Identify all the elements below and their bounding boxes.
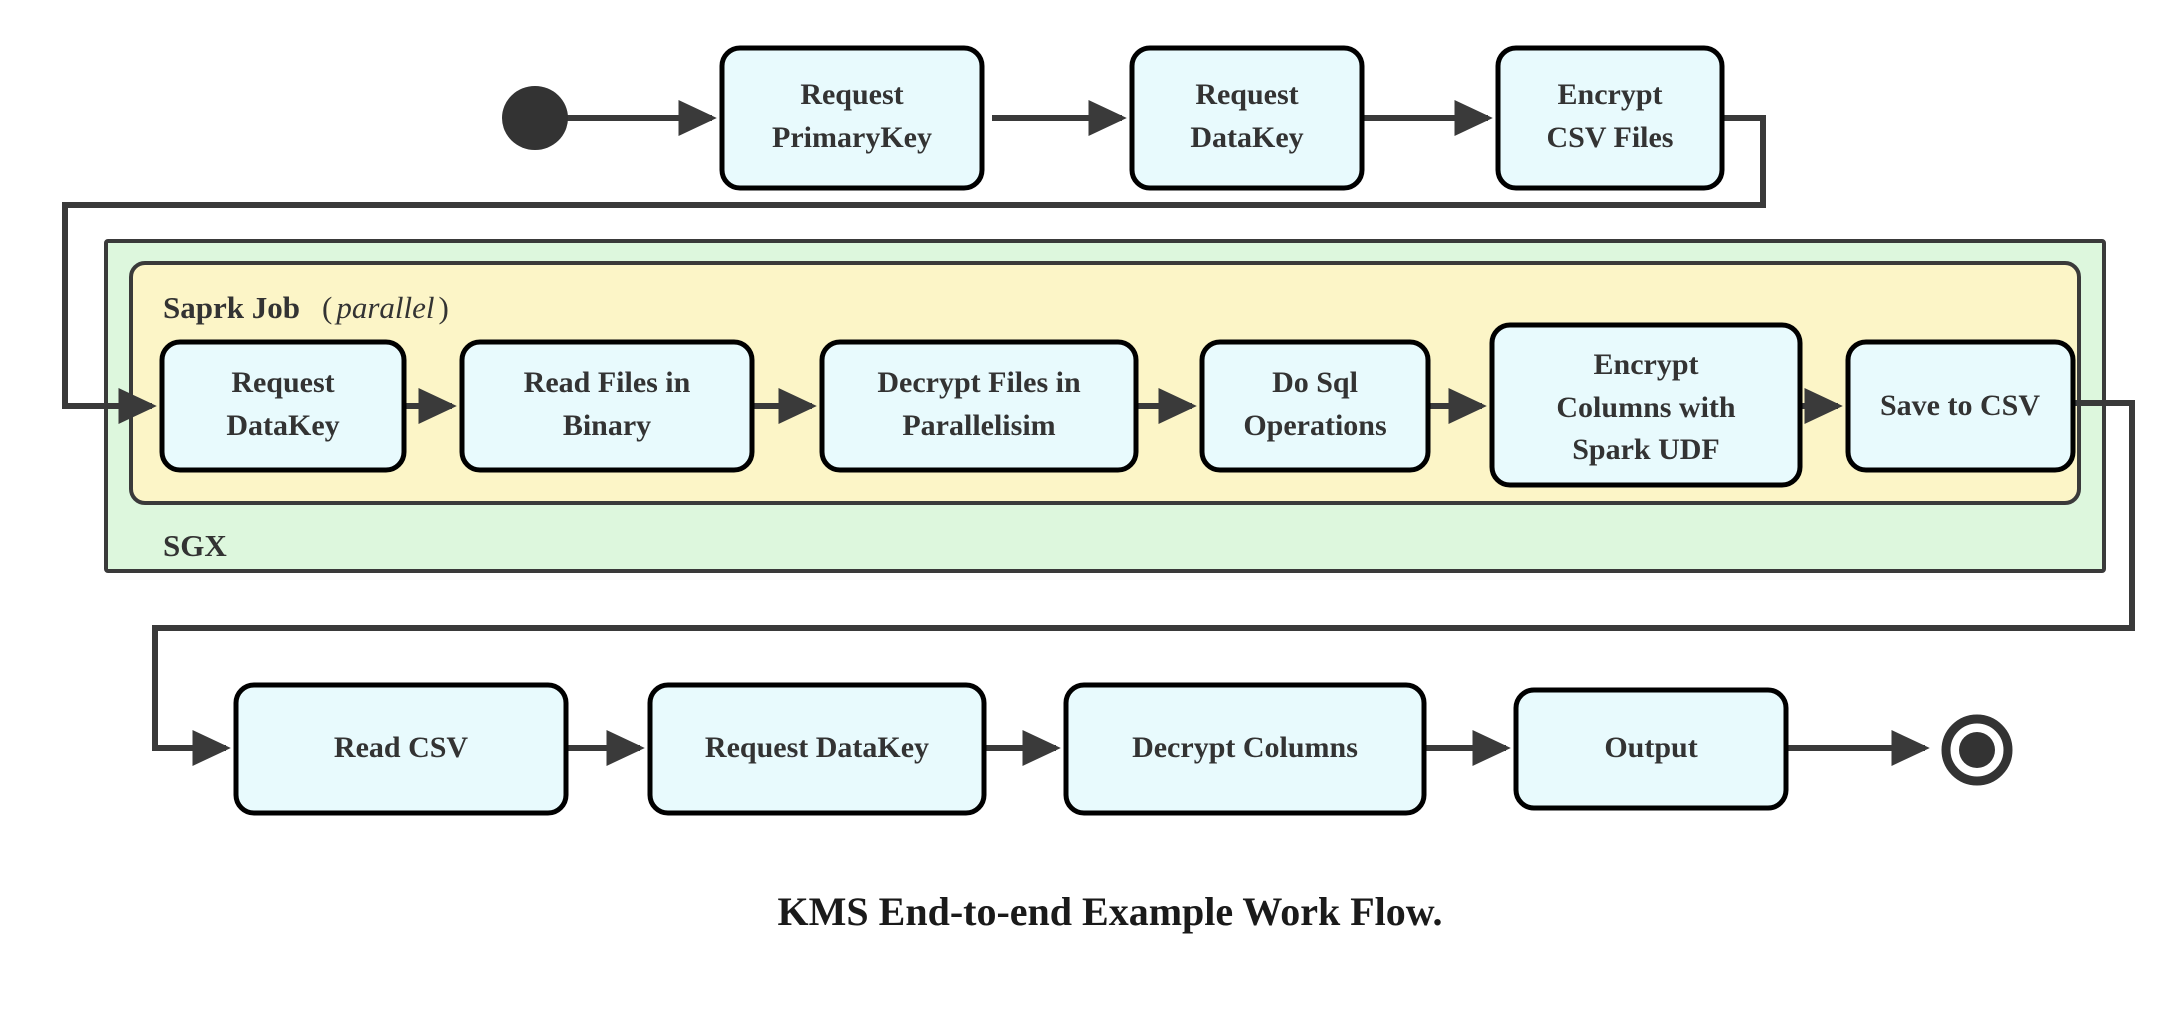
node-request-primarykey-box[interactable] [719,45,985,191]
node-request-datakey-spark-line1: Request [231,366,334,399]
node-request-datakey-spark-box[interactable] [159,339,407,473]
node-request-datakey-top-line2: DataKey [1190,121,1303,154]
edge-save-to-csv-to-read-csv [152,400,2135,766]
node-request-datakey-bottom-box[interactable] [647,682,987,816]
node-encrypt-columns-line3: Spark UDF [1572,433,1720,466]
node-request-primarykey-line2: PrimaryKey [772,121,932,154]
spark-job-label-paren-open: ( [322,290,332,325]
node-save-to-csv-box[interactable] [1845,339,2076,473]
node-encrypt-columns-line1: Encrypt [1594,348,1699,381]
node-output[interactable]: Output [1513,687,1789,811]
node-read-files-in-binary[interactable]: Read Files in Binary [459,339,755,473]
node-decrypt-files-in-parallelisim-line1: Decrypt Files in [877,366,1081,399]
node-request-datakey-bottom[interactable]: Request DataKey [647,682,987,816]
node-read-files-in-binary-line1: Read Files in [524,366,691,399]
node-read-csv-label: Read CSV [334,731,469,764]
end-node [1941,714,2013,786]
spark-job-group-label: Saprk Job ( parallel ) [163,290,449,325]
node-request-datakey-top-box[interactable] [1129,45,1365,191]
node-encrypt-columns-with-spark-udf[interactable]: Encrypt Columns with Spark UDF [1489,322,1803,488]
node-request-datakey-spark[interactable]: Request DataKey [159,339,407,473]
node-output-box[interactable] [1513,687,1789,811]
edges [62,100,2135,766]
node-do-sql-operations-line2: Operations [1243,409,1386,442]
node-encrypt-csv-files[interactable]: Encrypt CSV Files [1495,45,1725,191]
node-request-primarykey[interactable]: Request PrimaryKey [719,45,985,191]
node-decrypt-files-in-parallelisim-line2: Parallelisim [902,409,1055,442]
node-request-datakey-top[interactable]: Request DataKey [1129,45,1365,191]
node-encrypt-columns-with-spark-udf-box[interactable] [1489,322,1803,488]
end-node-ring [1941,714,2013,786]
node-read-files-in-binary-line2: Binary [563,409,651,442]
node-do-sql-operations[interactable]: Do Sql Operations [1199,339,1431,473]
node-request-primarykey-line1: Request [800,78,903,111]
start-node-circle [502,86,568,150]
spark-job-label-italic: parallel [334,290,434,325]
node-request-datakey-top-line1: Request [1195,78,1298,111]
edge-encrypt-csv-files-to-spark-request-datakey [62,115,1766,424]
node-do-sql-operations-line1: Do Sql [1272,366,1358,399]
node-request-datakey-bottom-label: Request DataKey [705,731,929,764]
sgx-group-label: SGX [163,528,227,563]
node-save-to-csv[interactable]: Save to CSV [1845,339,2076,473]
node-read-csv-box[interactable] [233,682,569,816]
node-decrypt-columns-label: Decrypt Columns [1132,731,1358,764]
spark-job-label-bold: Saprk Job [163,290,300,325]
node-save-to-csv-line1: Save to CSV [1880,389,2040,422]
diagram-caption: KMS End-to-end Example Work Flow. [778,889,1443,934]
node-output-label: Output [1604,731,1697,764]
node-encrypt-csv-files-box[interactable] [1495,45,1725,191]
node-encrypt-columns-line2: Columns with [1556,391,1736,424]
node-decrypt-columns[interactable]: Decrypt Columns [1063,682,1427,816]
node-do-sql-operations-box[interactable] [1199,339,1431,473]
end-node-dot [1959,732,1995,768]
node-decrypt-files-in-parallelisim-box[interactable] [819,339,1139,473]
node-decrypt-columns-box[interactable] [1063,682,1427,816]
node-encrypt-csv-files-line1: Encrypt [1558,78,1663,111]
node-encrypt-csv-files-line2: CSV Files [1547,121,1674,154]
node-decrypt-files-in-parallelisim[interactable]: Decrypt Files in Parallelisim [819,339,1139,473]
spark-job-label-paren-close: ) [438,290,448,325]
node-read-csv[interactable]: Read CSV [233,682,569,816]
start-node [502,86,568,150]
node-request-datakey-spark-line2: DataKey [226,409,339,442]
node-read-files-in-binary-box[interactable] [459,339,755,473]
